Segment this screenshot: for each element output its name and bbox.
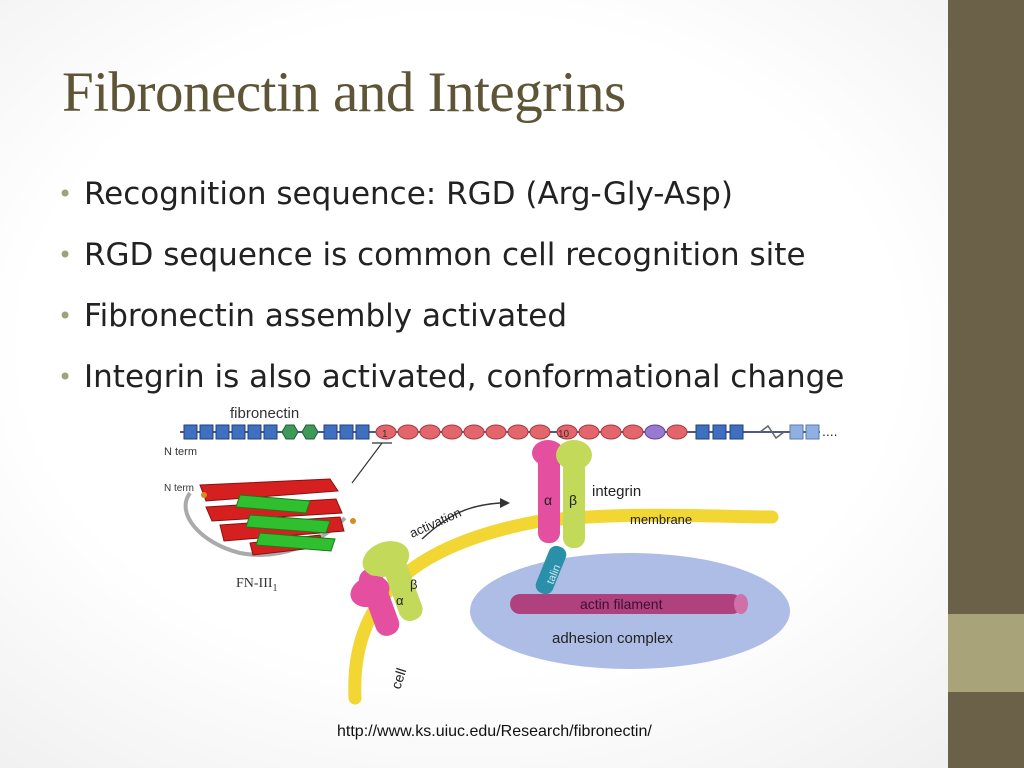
integrin-alpha-label: α (544, 492, 552, 508)
fn-iii1-structure (183, 478, 356, 557)
bullet-text: Integrin is also activated, conformation… (84, 358, 845, 395)
source-url: http://www.ks.uiuc.edu/Research/fibronec… (337, 723, 652, 740)
bullet-dot-icon: • (58, 301, 73, 330)
svg-text:....: .... (822, 423, 838, 439)
integrin-inactive (350, 541, 423, 636)
bullet-dot-icon: • (58, 362, 73, 391)
cell-label: cell (388, 666, 410, 691)
fn-iii-subscript: 1 (273, 583, 278, 594)
fn-iii-text: FN-III (236, 576, 273, 591)
bullet-dot-icon: • (58, 179, 73, 208)
slide-title: Fibronectin and Integrins (62, 61, 626, 124)
fn-iii-label: FN-III1 (236, 576, 278, 594)
bullet-text: RGD sequence is common cell recognition … (84, 236, 806, 273)
bullet-text: Fibronectin assembly activated (84, 297, 568, 334)
actin-filament-label: actin filament (580, 596, 663, 612)
integrin-label: integrin (592, 483, 641, 500)
integrin-beta-label: β (569, 492, 577, 508)
inactive-alpha-label: α (396, 593, 404, 608)
bullet-list: • Recognition sequence: RGD (Arg-Gly-Asp… (58, 163, 844, 407)
fibronectin-label: fibronectin (230, 405, 299, 422)
sidebar-accent (948, 614, 1024, 692)
bullet-item: • RGD sequence is common cell recognitio… (58, 224, 844, 285)
membrane-label: membrane (630, 512, 692, 527)
bullet-dot-icon: • (58, 240, 73, 269)
activation-label: activation (407, 505, 463, 541)
bullet-item: • Integrin is also activated, conformati… (58, 346, 844, 407)
module-10-label: 10 (558, 429, 570, 440)
inactive-beta-label: β (410, 577, 417, 592)
bullet-text: Recognition sequence: RGD (Arg-Gly-Asp) (84, 175, 733, 212)
module-1-label: 1 (382, 429, 388, 440)
actin-filament-shape (510, 594, 742, 614)
bullet-item: • Fibronectin assembly activated (58, 285, 844, 346)
activation-arrow (421, 502, 501, 540)
n-term-label: N term (164, 446, 197, 458)
integrin-active (532, 440, 592, 548)
bullet-item: • Recognition sequence: RGD (Arg-Gly-Asp… (58, 163, 844, 224)
n-term-protein-label: N term (164, 483, 194, 494)
adhesion-complex-label: adhesion complex (552, 630, 673, 647)
talin-shape (535, 545, 567, 595)
fibronectin-integrin-diagram: .... 1 10 fibronectin N term N term FN-I… (164, 405, 838, 705)
fibronectin-modules: .... (183, 423, 838, 440)
